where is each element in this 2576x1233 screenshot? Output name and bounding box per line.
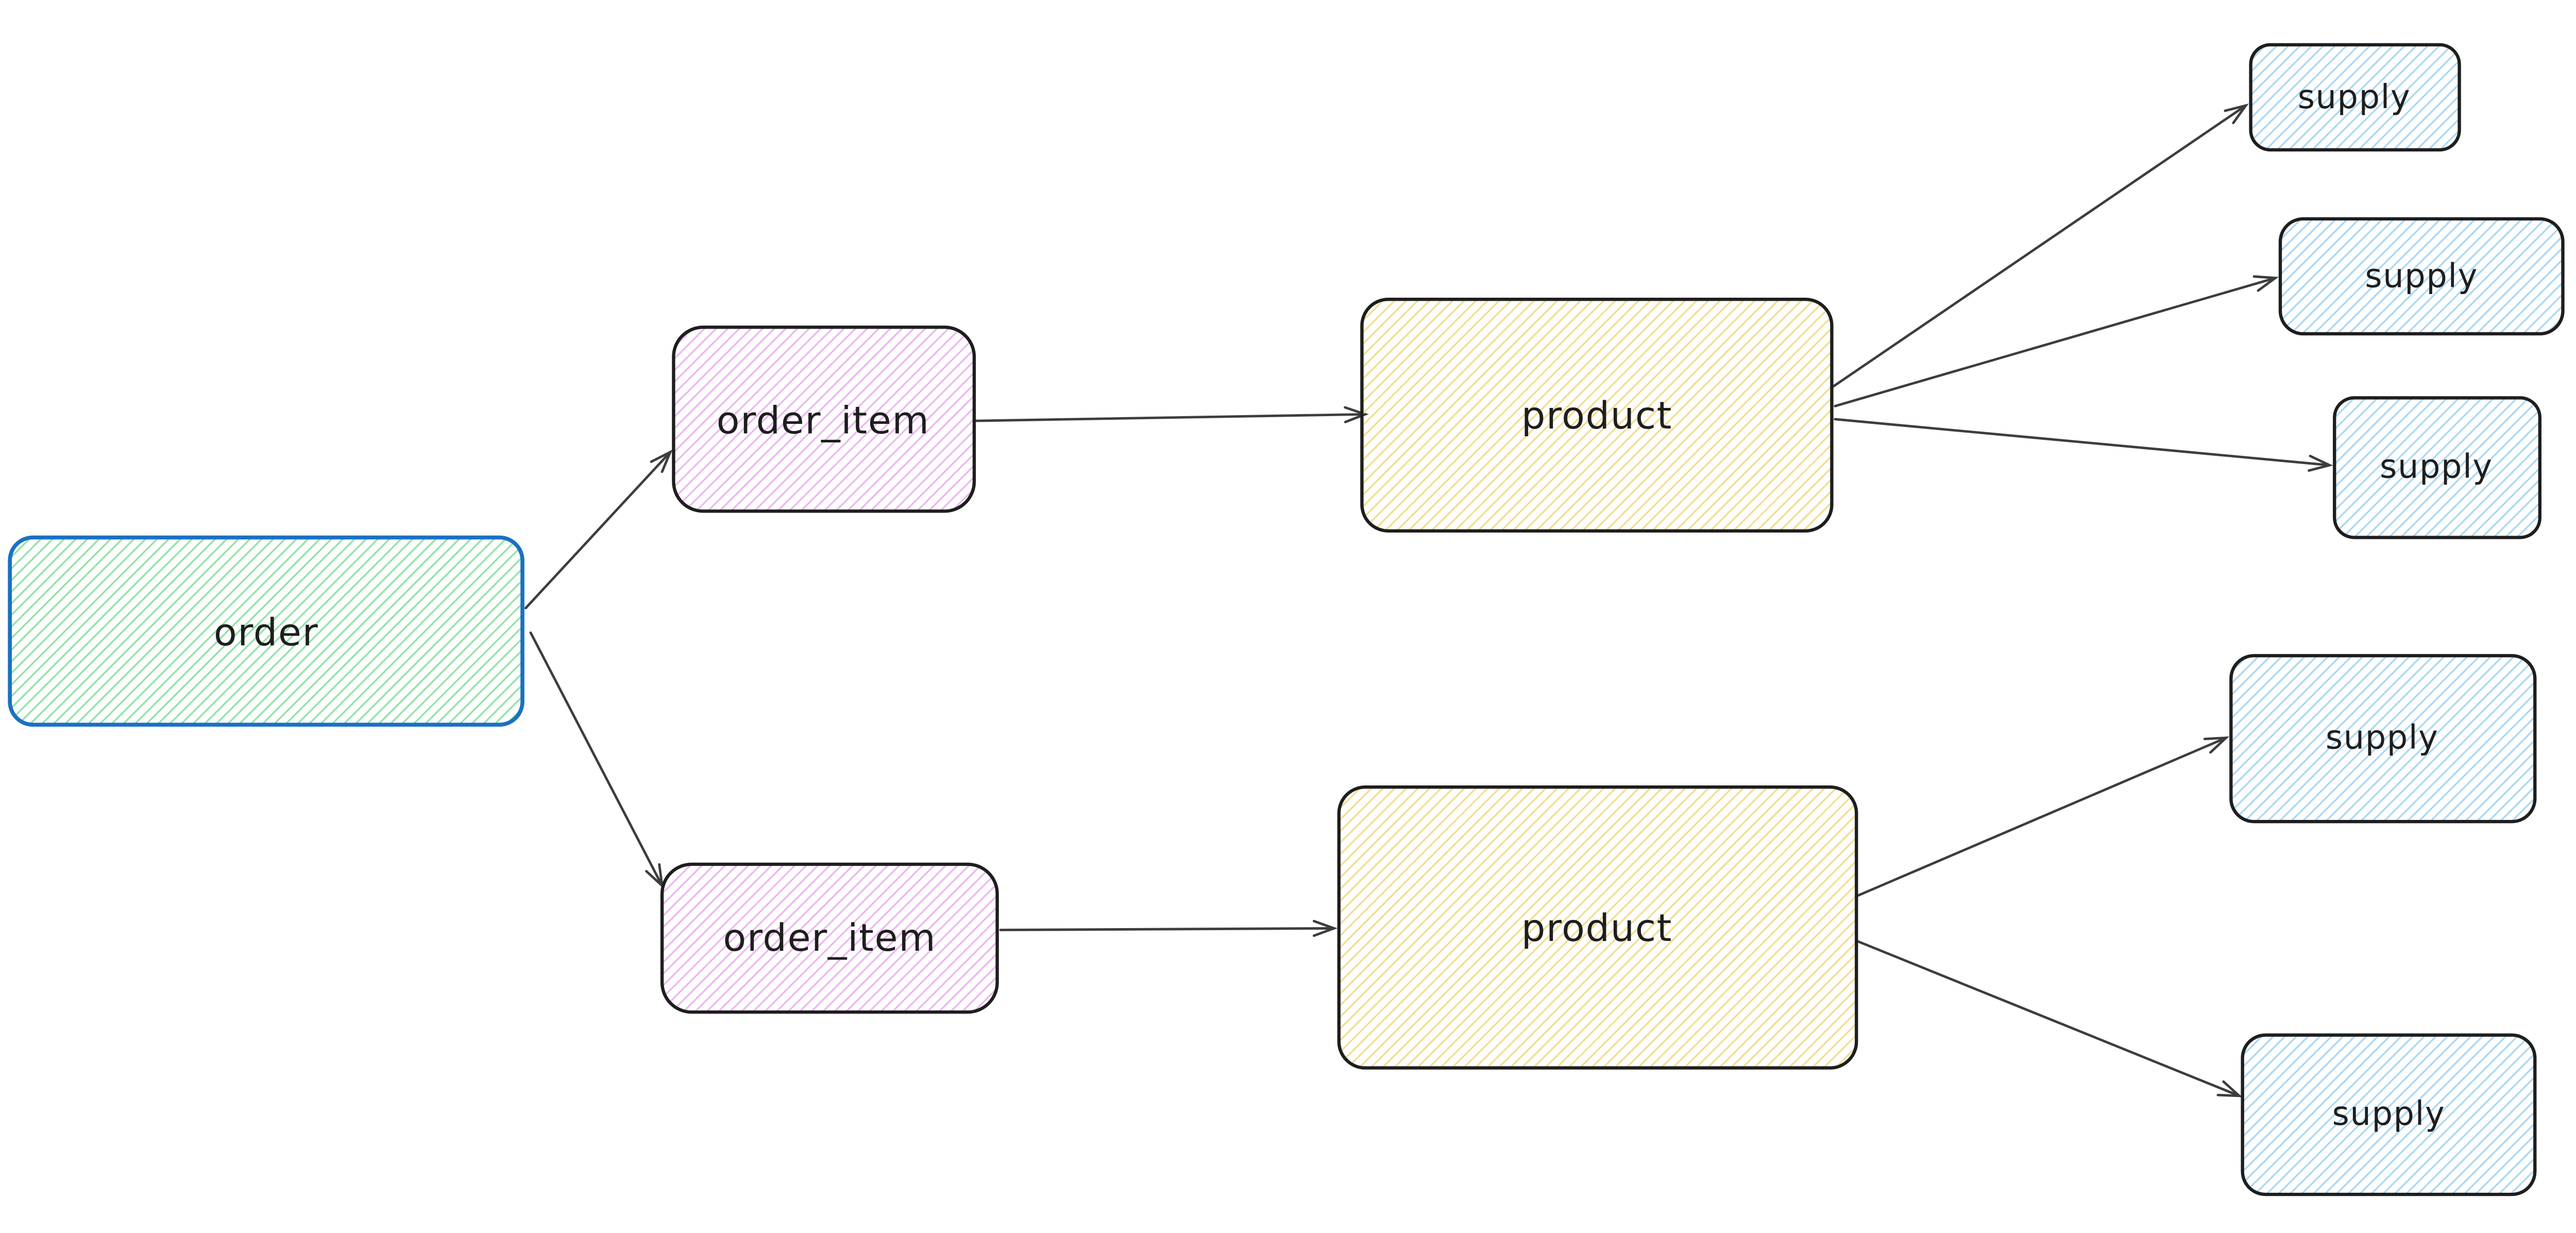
arrow-order-item-2-to-product-2[interactable] [999,920,1338,937]
node-order-item-2[interactable]: order_item [660,863,999,1014]
supply-1-label: supply [2298,78,2411,116]
arrow-order-to-order-item-1[interactable] [524,450,673,610]
order-label: order [214,611,319,655]
arrow-product-1-to-supply-1[interactable] [1832,104,2249,388]
node-order-item-1[interactable]: order_item [672,326,976,513]
supply-4-box[interactable] [2229,654,2537,824]
node-product-1[interactable]: product [1360,298,1834,533]
order-item-2-box[interactable] [660,863,999,1014]
arrow-product-1-to-supply-3[interactable] [1834,418,2333,472]
node-supply-1[interactable]: supply [2249,43,2461,152]
product-2-label: product [1521,906,1672,950]
arrow-product-2-to-supply-5[interactable] [1857,940,2243,1098]
node-supply-2[interactable]: supply [2278,217,2565,336]
supply-5-label: supply [2332,1095,2446,1133]
arrow-product-1-to-supply-2[interactable] [1834,275,2279,408]
order-item-2-label: order_item [723,916,936,960]
supply-3-label: supply [2380,448,2493,486]
order-item-1-label: order_item [717,399,930,443]
supply-1-box[interactable] [2249,43,2461,152]
node-supply-3[interactable]: supply [2333,396,2542,540]
product-1-box[interactable] [1360,298,1834,533]
node-supply-4[interactable]: supply [2229,654,2537,824]
node-supply-5[interactable]: supply [2241,1033,2537,1196]
node-order[interactable]: order [8,536,524,727]
order-item-1-box[interactable] [672,326,976,513]
supply-2-box[interactable] [2278,217,2565,336]
arrow-product-2-to-supply-4[interactable] [1857,737,2230,897]
supply-2-label: supply [2365,258,2478,296]
supply-5-box[interactable] [2241,1033,2537,1196]
order-box[interactable] [8,536,524,727]
edges-layer [524,104,2333,1098]
supply-3-box[interactable] [2333,396,2542,540]
node-product-2[interactable]: product [1337,785,1858,1070]
er-diagram-svg: order order_item order_item product prod… [0,28,2576,1205]
product-1-label: product [1521,394,1672,438]
product-2-box[interactable] [1337,785,1858,1070]
supply-4-label: supply [2326,719,2439,757]
